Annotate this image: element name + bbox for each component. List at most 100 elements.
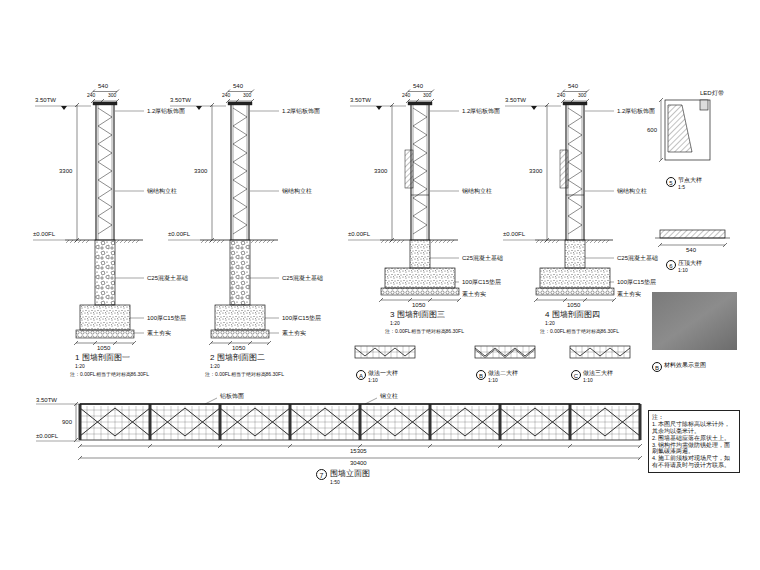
- dimension-tick: [457, 298, 461, 302]
- leader-line: [115, 278, 144, 279]
- dimension-tick: [406, 99, 410, 103]
- mesh-line: [619, 406, 620, 440]
- mesh-line: [143, 406, 144, 440]
- bracing: [98, 162, 112, 180]
- illustration: [33, 90, 737, 461]
- detail-number: 6: [666, 260, 676, 270]
- leader-line: [134, 333, 144, 334]
- section-title: 2 围墙剖面图二: [210, 354, 265, 362]
- dimension-tick: [390, 103, 394, 107]
- post: [79, 404, 82, 440]
- dimension: 1050: [97, 345, 110, 351]
- callout: 钢结构立柱: [282, 188, 312, 194]
- callout: 钢结构立柱: [462, 188, 492, 194]
- mesh-line: [276, 406, 277, 440]
- callout: 1.2厚铝板饰面: [282, 108, 320, 114]
- elevation-mark: 3.50TW: [350, 97, 371, 103]
- dimension-line: [661, 100, 662, 160]
- mesh-line: [514, 406, 515, 440]
- callout: 素土夯实: [462, 291, 486, 297]
- mesh-line: [136, 406, 137, 440]
- dimension-line: [228, 101, 252, 102]
- dimension-line: [77, 105, 78, 240]
- detail-number: 5: [666, 177, 676, 187]
- dimension-tick: [228, 341, 232, 345]
- callout: C25混凝土基础: [282, 275, 323, 281]
- mesh-line: [605, 406, 606, 440]
- ground-hatch: [271, 240, 274, 243]
- dimension-tick: [612, 298, 616, 302]
- dimension-tick: [428, 298, 432, 302]
- dimension-tick: [563, 298, 567, 302]
- ground-hatch: [389, 240, 392, 243]
- detail-title: 做法三大样: [583, 370, 613, 376]
- dimension-tick: [288, 444, 292, 448]
- rail: [566, 195, 584, 196]
- leader-line: [115, 191, 144, 192]
- ground-hatch: [205, 240, 208, 243]
- leader-line: [115, 111, 144, 112]
- mesh-line: [626, 406, 627, 440]
- foundation-wall: [95, 240, 115, 305]
- callout: 钢结构立柱: [617, 188, 647, 194]
- dimension: 1050: [412, 302, 425, 308]
- bracing: [233, 162, 247, 180]
- dimension: 540: [686, 247, 696, 253]
- ground-hatch: [586, 240, 589, 243]
- elevation-mark: 3.50TW: [35, 97, 56, 103]
- mesh-line: [234, 406, 235, 440]
- callout: 1.2厚铝板饰面: [617, 108, 655, 114]
- dimension-line: [76, 343, 134, 344]
- dimension-tick: [235, 99, 239, 103]
- bracing: [233, 198, 247, 216]
- mesh-line: [199, 406, 200, 440]
- mesh-line: [486, 406, 487, 440]
- section-title: 1 围墙剖面图一: [75, 354, 130, 362]
- ground-hatch: [451, 240, 454, 243]
- steel-post: [248, 105, 249, 240]
- leader-line: [205, 398, 217, 404]
- mesh-line: [269, 406, 270, 440]
- scale: 1:10: [678, 268, 688, 273]
- dimension: 240: [402, 93, 410, 98]
- coping: [93, 102, 117, 105]
- mesh-line: [332, 406, 333, 440]
- mesh-line: [577, 406, 578, 440]
- footing: [80, 305, 130, 330]
- coping: [408, 102, 432, 105]
- leader-line: [430, 111, 459, 112]
- ground-hatch: [552, 240, 555, 243]
- ground-hatch: [536, 240, 539, 243]
- mesh-line: [367, 406, 368, 440]
- dimension-line: [408, 101, 432, 102]
- mesh-line: [416, 406, 417, 440]
- ground-hatch: [116, 240, 119, 243]
- dimension: 300: [243, 93, 251, 98]
- post: [429, 404, 432, 440]
- elevation-marker: [531, 106, 537, 110]
- leader-line: [250, 278, 279, 279]
- foundation-wall: [230, 240, 250, 305]
- node-outline: [665, 100, 710, 160]
- mesh-line: [122, 406, 123, 440]
- mesh-line: [633, 406, 634, 440]
- dimension: 240: [87, 93, 95, 98]
- dimension: 540: [98, 83, 108, 89]
- mesh-line: [612, 406, 613, 440]
- elevation-line: [33, 240, 65, 241]
- dimension: 300: [108, 93, 116, 98]
- dimension-tick: [545, 103, 549, 107]
- dimension: 3300: [374, 168, 387, 174]
- bracing: [568, 126, 582, 144]
- gravel-bed: [381, 288, 459, 295]
- ground-hatch: [439, 240, 442, 243]
- elevation-marker: [61, 106, 67, 110]
- material-photo: [652, 292, 737, 350]
- dimension: 1050: [232, 345, 245, 351]
- post: [149, 404, 152, 440]
- mesh-line: [374, 406, 375, 440]
- dimension-tick: [115, 99, 119, 103]
- ground-hatch: [255, 240, 258, 243]
- gravel-bed: [536, 288, 614, 295]
